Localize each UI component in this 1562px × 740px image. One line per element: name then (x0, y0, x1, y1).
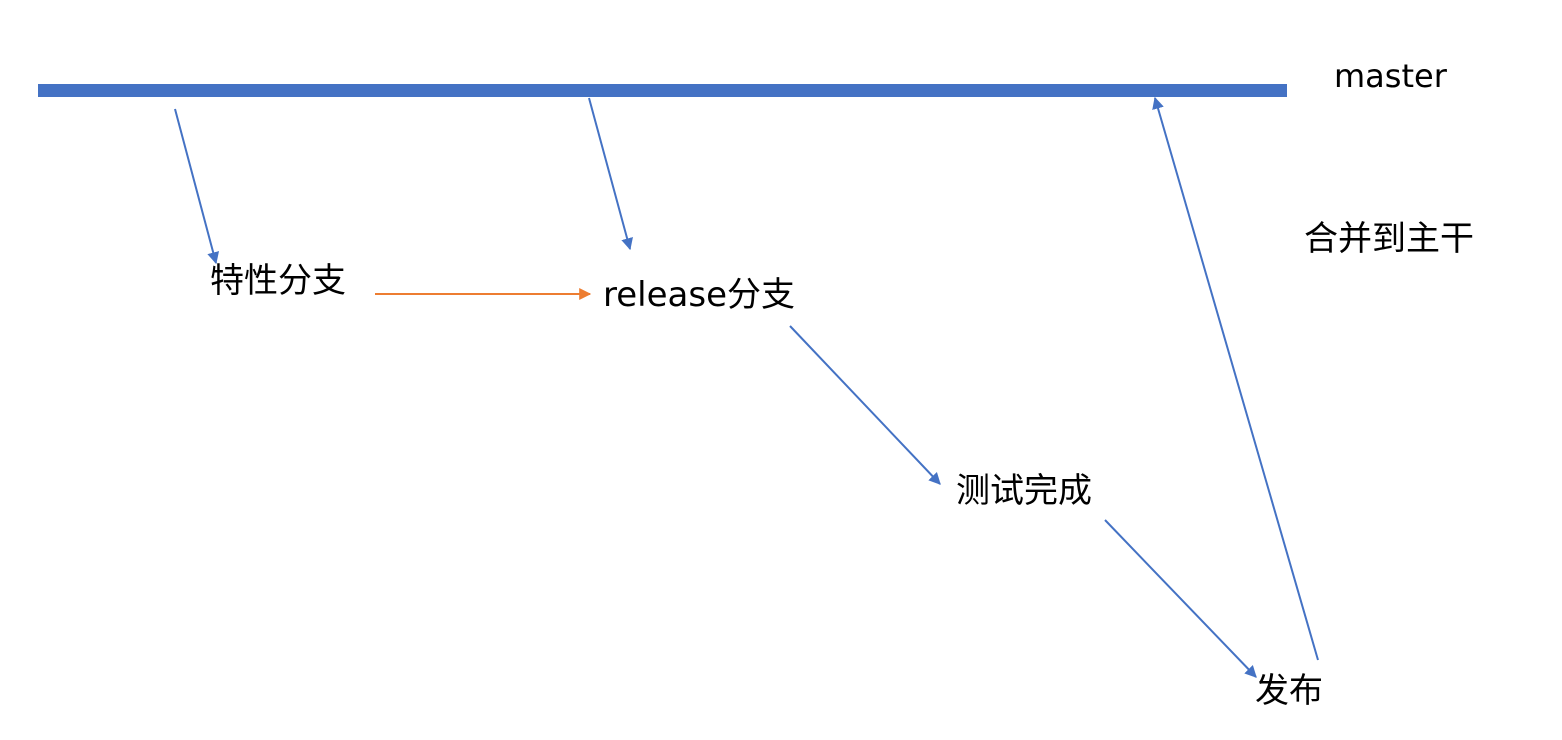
master-label: master (1334, 57, 1447, 95)
arrow-release-to-test (789, 325, 941, 485)
arrow-test-to-publish (1104, 519, 1257, 678)
master-branch-bar (38, 84, 1287, 97)
merge-to-trunk-label: 合并到主干 (1304, 219, 1474, 259)
release-branch-label: release分支 (603, 275, 795, 315)
feature-branch-label: 特性分支 (210, 261, 346, 301)
arrow-master-to-release (588, 97, 633, 251)
publish-label: 发布 (1255, 671, 1323, 711)
arrow-master-to-feature (174, 108, 220, 265)
test-done-label: 测试完成 (956, 471, 1092, 511)
arrow-publish-to-master (1152, 96, 1319, 661)
